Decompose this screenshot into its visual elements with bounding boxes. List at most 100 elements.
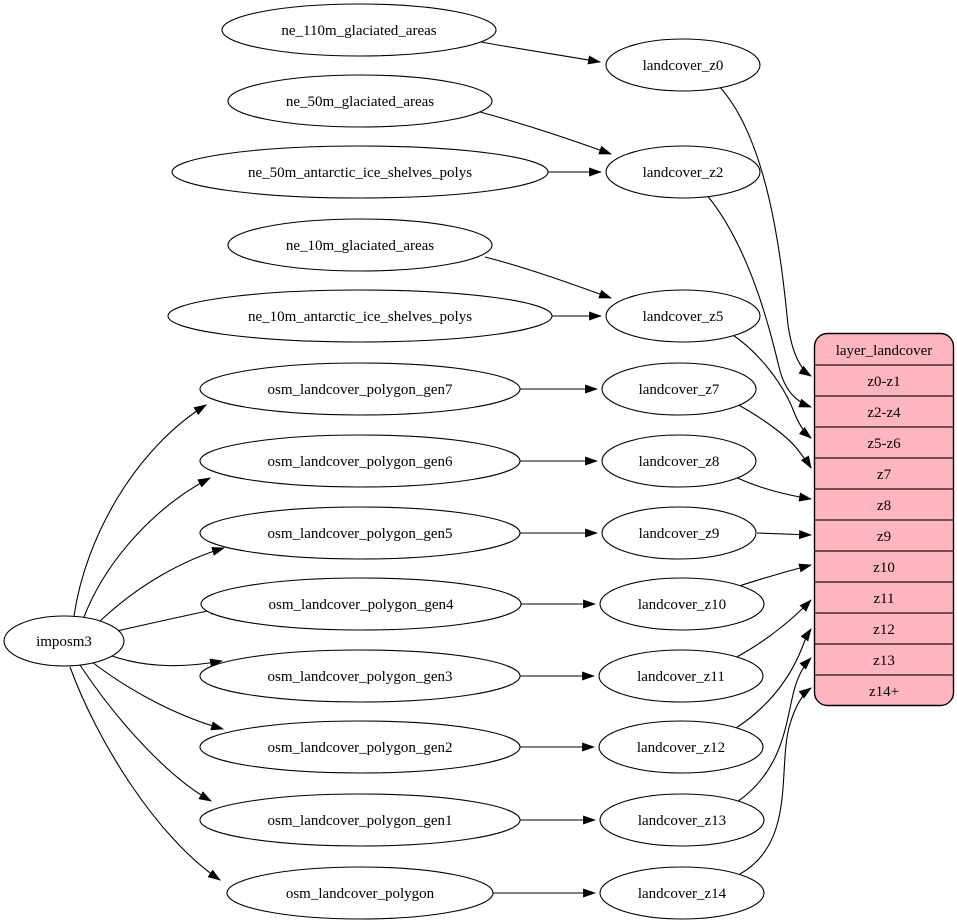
node-landcover-z11: landcover_z11 [598,649,764,703]
node-ellipse [605,38,761,92]
edge-imposm3-to-osm-landcover-polygon-gen1 [79,664,212,802]
node-label: landcover_z14 [638,886,727,902]
node-ellipse [599,793,765,847]
node-ellipse [199,720,521,774]
node-label: osm_landcover_polygon_gen7 [268,382,453,398]
edge-landcover-z13-to-row-z13 [736,657,812,803]
node-ne-50m-glaciated-areas: ne_50m_glaciated_areas [227,74,493,128]
node-ellipse [601,434,757,488]
node-ellipse [601,362,757,416]
node-ellipse [199,434,521,488]
edge-imposm3-to-osm-landcover-polygon [69,666,221,881]
node-label: landcover_z7 [639,382,720,398]
node-landcover-z14: landcover_z14 [599,866,765,920]
edge-ne-50m-glaciated-areas-to-landcover-z2 [479,111,613,155]
node-label: landcover_z0 [643,58,724,74]
node-osm-landcover-polygon-gen4: osm_landcover_polygon_gen4 [200,577,522,631]
edge-imposm3-to-osm-landcover-polygon-gen6 [83,477,211,618]
node-landcover-z8: landcover_z8 [601,434,757,488]
edge-imposm3-to-osm-landcover-polygon-gen7 [73,404,207,617]
node-ellipse [227,74,493,128]
table-layer-landcover: layer_landcover z0-z1 z2-z4 z5-z6 z7 z8 … [813,332,955,707]
node-ellipse [221,3,497,57]
node-label: osm_landcover_polygon_gen2 [268,740,453,756]
node-osm-landcover-polygon-gen3: osm_landcover_polygon_gen3 [199,649,521,703]
table-title: layer_landcover [836,343,933,359]
node-ellipse [3,615,125,667]
node-ellipse [598,649,764,703]
node-label: osm_landcover_polygon_gen3 [268,669,453,685]
node-label: osm_landcover_polygon_gen5 [268,526,453,542]
node-ellipse [605,289,761,343]
node-ellipse [599,866,765,920]
node-ellipse [199,649,521,703]
node-label: osm_landcover_polygon_gen1 [268,813,453,829]
node-label: osm_landcover_polygon [286,886,435,902]
edges [69,41,813,898]
node-landcover-z5: landcover_z5 [605,289,761,343]
table-row-z14plus: z14+ [869,684,899,700]
node-landcover-z9: landcover_z9 [601,506,757,560]
node-label: imposm3 [36,634,92,650]
node-landcover-z7: landcover_z7 [601,362,757,416]
node-ellipse [199,362,521,416]
node-osm-landcover-polygon-gen7: osm_landcover_polygon_gen7 [199,362,521,416]
node-label: landcover_z11 [637,669,725,685]
node-ne-110m-glaciated-areas: ne_110m_glaciated_areas [221,3,497,57]
edge-landcover-z10-to-row-z10 [729,563,813,590]
table-row-z10: z10 [873,560,895,576]
table-row-z11: z11 [873,591,894,607]
node-ellipse [199,506,521,560]
node-landcover-z13: landcover_z13 [599,793,765,847]
node-landcover-z2: landcover_z2 [605,145,761,199]
node-ellipse [199,793,521,847]
edge-landcover-z12-to-row-z12 [735,628,812,729]
table-row-z7: z7 [877,467,892,483]
node-label: ne_50m_glaciated_areas [286,94,434,110]
edge-landcover-z5-to-row-z5-z6 [729,332,812,439]
node-label: landcover_z9 [639,526,720,542]
edge-imposm3-to-osm-landcover-polygon-gen5 [98,546,226,623]
node-osm-landcover-polygon-gen6: osm_landcover_polygon_gen6 [199,434,521,488]
node-label: landcover_z10 [638,597,726,613]
node-label: ne_10m_glaciated_areas [286,238,434,254]
table-row-z13: z13 [873,653,895,669]
node-ellipse [601,506,757,560]
node-ellipse [200,577,522,631]
table-row-z12: z12 [873,622,895,638]
node-ellipse [171,145,549,199]
node-label: ne_10m_antarctic_ice_shelves_polys [248,309,472,325]
edge-imposm3-to-osm-landcover-polygon-gen4 [116,605,224,632]
table-row-z8: z8 [877,498,891,514]
node-ellipse [227,218,493,272]
table-row-z9: z9 [877,529,891,545]
edge-landcover-z2-to-row-z2-z4 [705,193,813,408]
node-osm-landcover-polygon-gen2: osm_landcover_polygon_gen2 [199,720,521,774]
node-osm-landcover-polygon-gen5: osm_landcover_polygon_gen5 [199,506,521,560]
node-label: landcover_z2 [643,165,724,181]
node-label: landcover_z8 [639,454,720,470]
edge-imposm3-to-osm-landcover-polygon-gen3 [111,655,224,668]
edge-ne-110m-glaciated-areas-to-landcover-z0 [480,41,602,65]
edge-landcover-z9-to-row-z9 [756,530,813,540]
node-imposm3: imposm3 [3,615,125,667]
node-ellipse [226,866,494,920]
edge-landcover-z0-to-row-z0-z1 [718,85,812,377]
node-ellipse [605,145,761,199]
node-label: landcover_z12 [637,740,725,756]
node-ne-10m-antarctic-ice-shelves-polys: ne_10m_antarctic_ice_shelves_polys [167,289,553,343]
node-label: landcover_z5 [643,309,724,325]
node-landcover-z10: landcover_z10 [599,577,765,631]
node-osm-landcover-polygon-gen1: osm_landcover_polygon_gen1 [199,793,521,847]
node-ne-10m-glaciated-areas: ne_10m_glaciated_areas [227,218,493,272]
node-osm-landcover-polygon: osm_landcover_polygon [226,866,494,920]
node-landcover-z0: landcover_z0 [605,38,761,92]
node-label: ne_110m_glaciated_areas [281,23,436,39]
edge-landcover-z8-to-row-z8 [730,474,813,502]
node-ellipse [599,577,765,631]
node-label: landcover_z13 [638,813,726,829]
node-label: osm_landcover_polygon_gen6 [268,454,453,470]
node-label: ne_50m_antarctic_ice_shelves_polys [248,165,472,181]
edge-landcover-z14-to-row-z14plus [739,687,812,875]
